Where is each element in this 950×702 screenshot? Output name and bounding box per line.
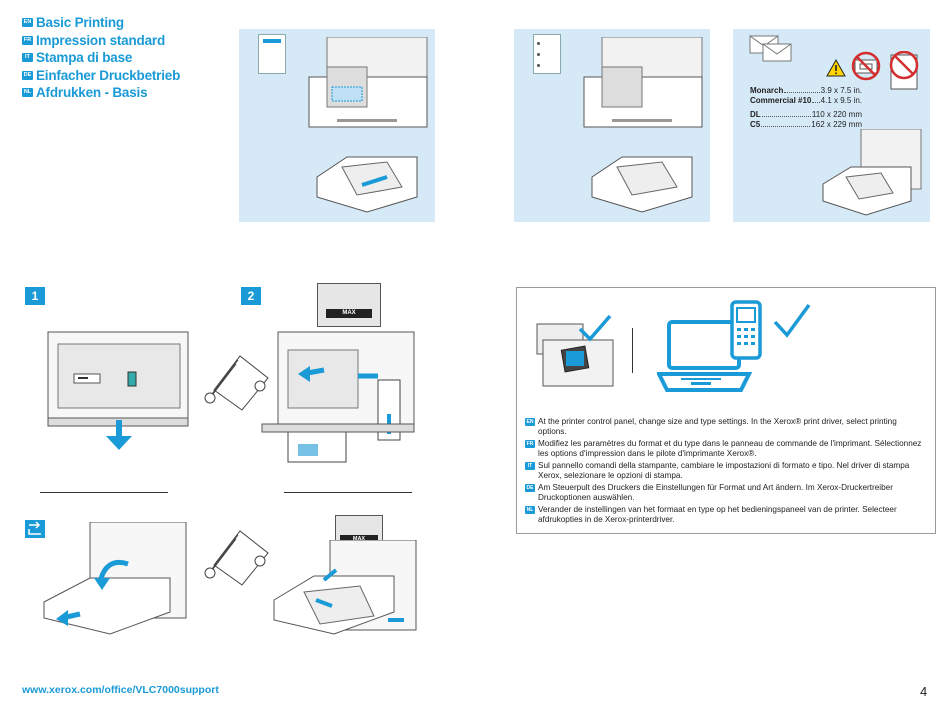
tray-loading-illustration [261, 331, 415, 463]
warning-icon [826, 59, 846, 77]
title-text: Einfacher Druckbetrieb [36, 67, 181, 83]
instruction-text: Modifiez les paramètres du format et du … [538, 439, 922, 458]
phone-icon [730, 300, 762, 360]
step-2-badge: 2 [241, 287, 261, 305]
lang-badge: EN [22, 18, 33, 28]
lang-badge: IT [22, 53, 33, 63]
bypass-tray-icon [28, 521, 41, 535]
fan-paper-illustration [204, 530, 269, 586]
tray-illustration [308, 37, 428, 213]
plain-paper-icon [258, 34, 286, 74]
step-1-badge: 1 [25, 287, 45, 305]
vertical-divider [632, 328, 633, 373]
fan-paper-illustration [204, 355, 269, 411]
lang-badge: NL [22, 88, 33, 98]
bypass-tray-loading-illustration [273, 540, 417, 635]
paper-type-panel-plain [239, 29, 435, 222]
lang-badge: IT [525, 462, 535, 470]
max-label: MAX [340, 535, 378, 543]
title-text: Stampa di base [36, 50, 133, 66]
instruction-text: Sul pannello comandi della stampante, ca… [538, 461, 910, 480]
title-text: Basic Printing [36, 15, 124, 31]
instruction-text: At the printer control panel, change siz… [538, 417, 897, 436]
paper-type-panel-punched [514, 29, 710, 222]
no-window-envelope-icon [851, 51, 881, 81]
lang-badge: DE [525, 484, 535, 492]
no-clasp-envelope-icon [889, 51, 919, 90]
lang-badge: FR [22, 35, 33, 45]
title-text: Impression standard [36, 32, 165, 48]
tray-illustration [583, 37, 703, 213]
lang-badge: DE [22, 70, 33, 80]
lang-badge: EN [525, 418, 535, 426]
punched-paper-icon [533, 34, 561, 74]
step-divider [284, 492, 412, 493]
checkmark-icon [578, 314, 612, 342]
support-url-link[interactable]: www.xerox.com/office/VLC7000support [22, 684, 219, 696]
instruction-text: Verander de instellingen van het formaat… [538, 505, 897, 524]
bypass-tray-badge [25, 520, 45, 538]
lang-badge: NL [525, 506, 535, 514]
step-divider [40, 492, 168, 493]
bypass-tray-open-illustration [43, 522, 187, 635]
max-fill-label: MAX [317, 283, 381, 327]
title-text: Afdrukken - Basis [36, 85, 148, 101]
page-number: 4 [920, 684, 928, 699]
checkmark-icon [773, 303, 811, 338]
tray-open-illustration [47, 331, 189, 450]
printer-control-panel-illustration [536, 323, 614, 387]
instruction-text: Am Steuerpult des Druckers die Einstellu… [538, 483, 893, 502]
lang-badge: FR [525, 440, 535, 448]
bypass-tray-illustration [822, 129, 922, 216]
max-label: MAX [326, 309, 372, 318]
envelope-icon [749, 35, 792, 62]
